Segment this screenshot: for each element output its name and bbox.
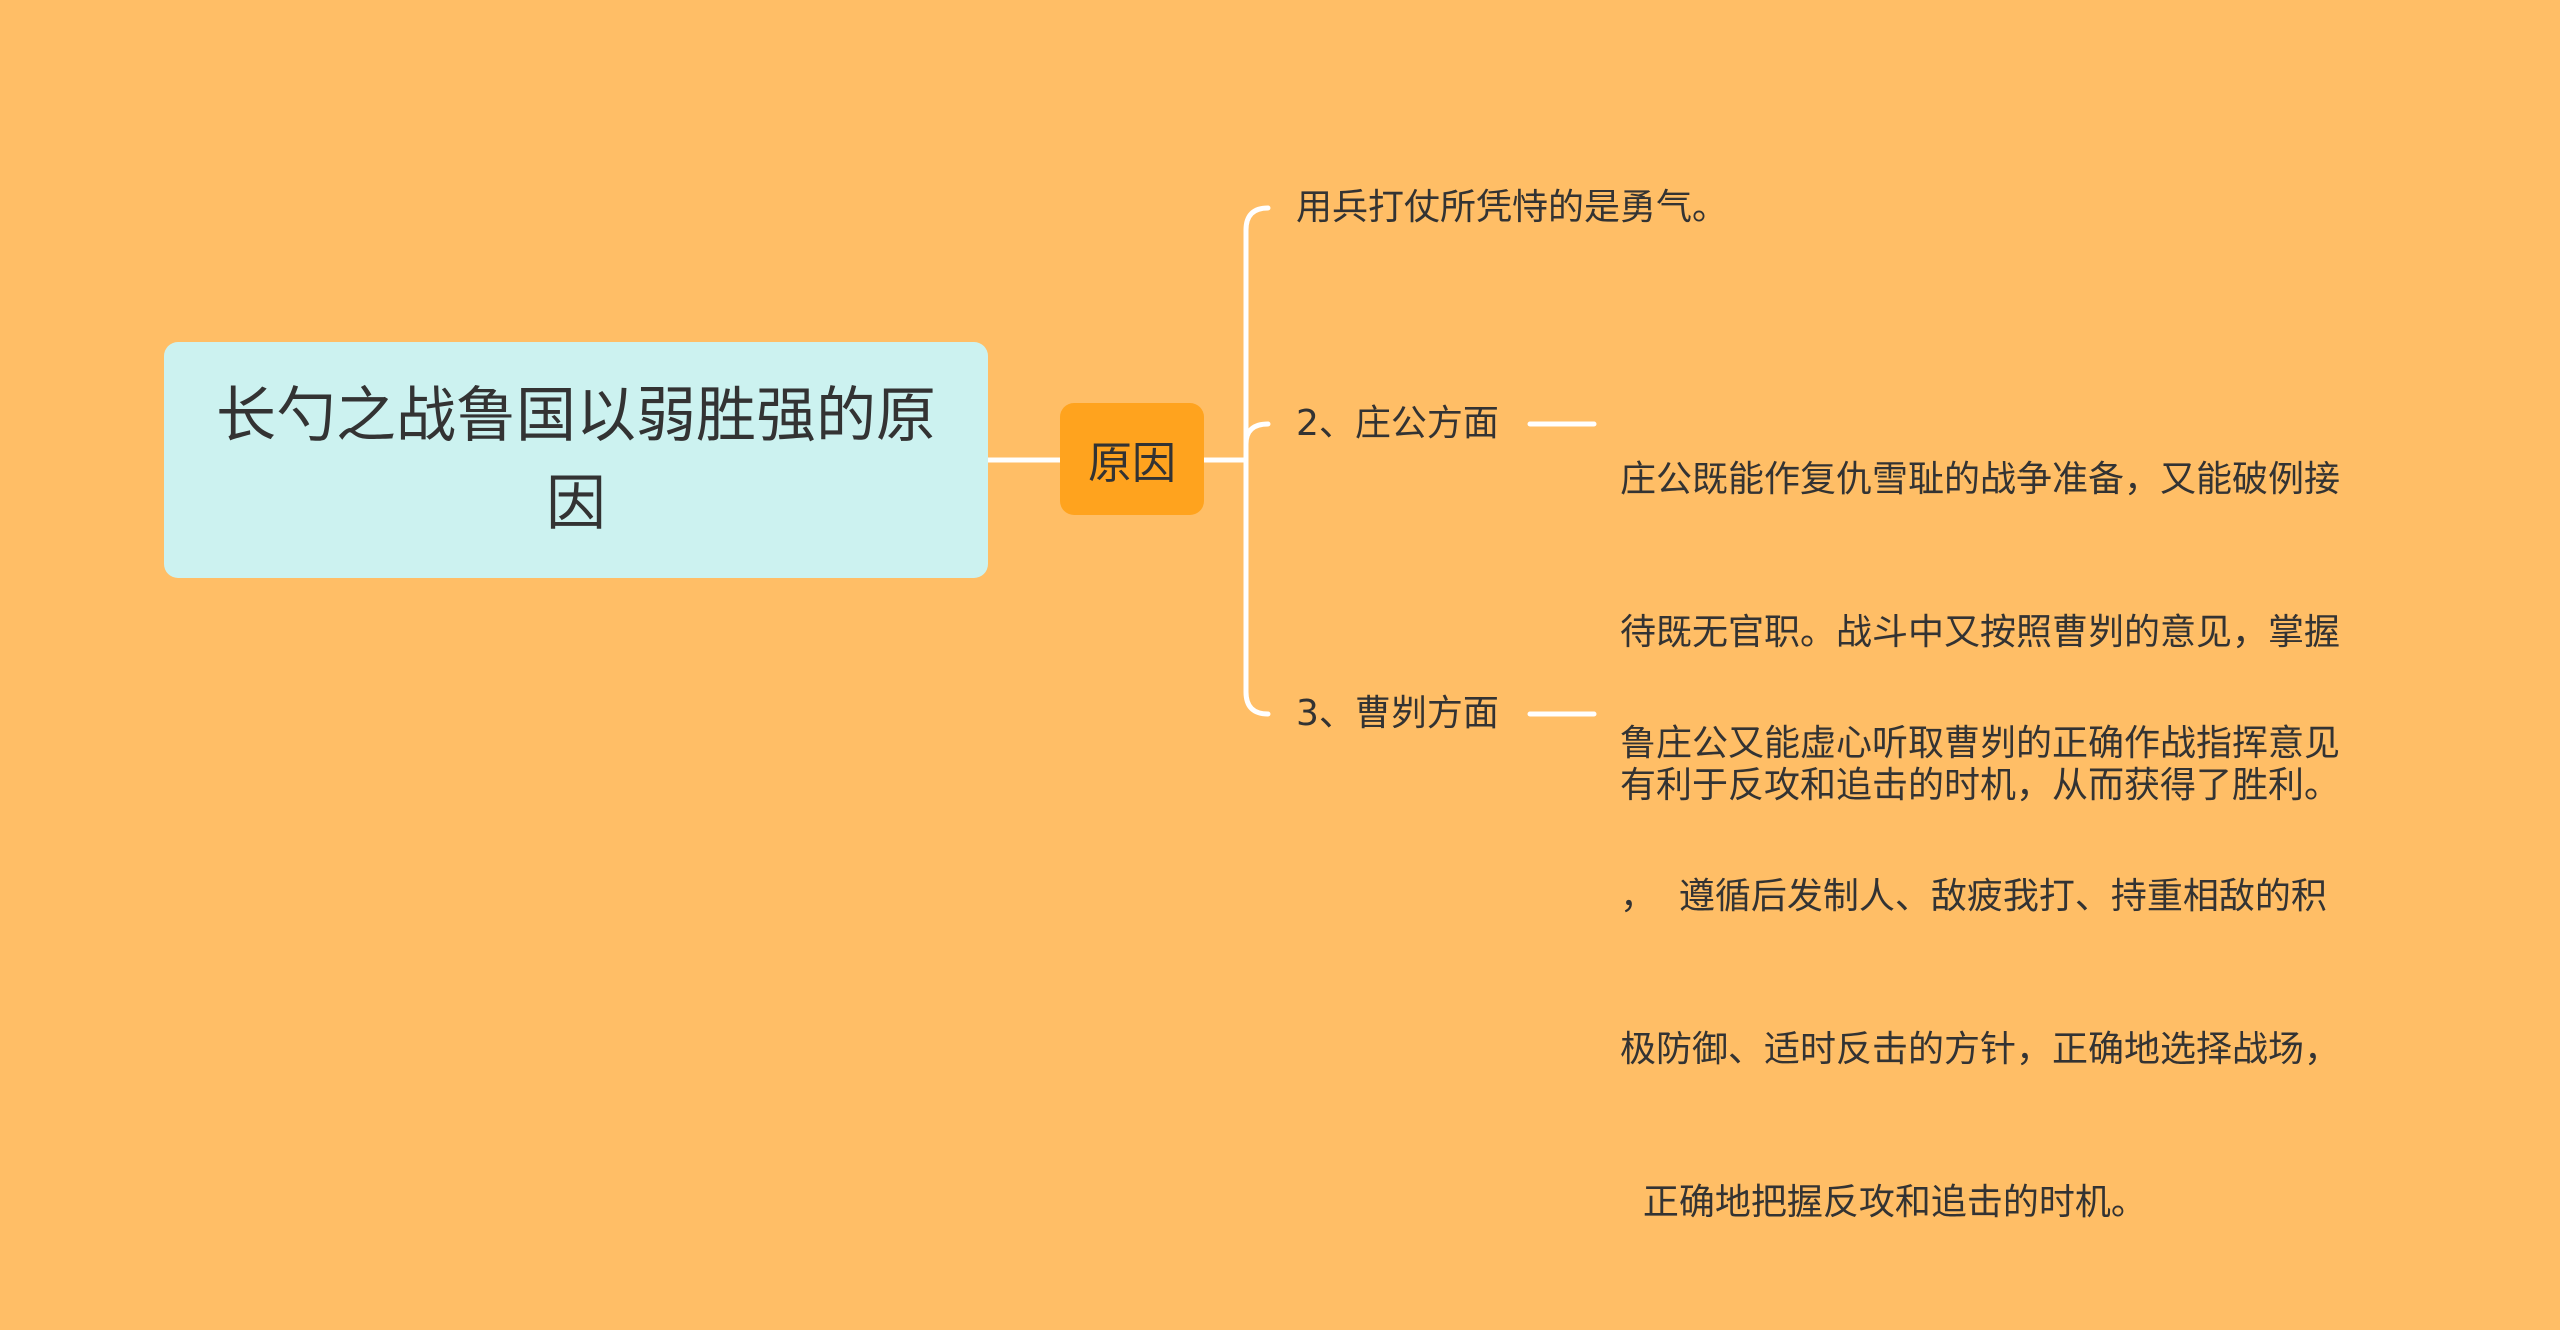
root-node[interactable]: 长勺之战鲁国以弱胜强的原因	[164, 342, 988, 578]
root-title: 长勺之战鲁国以弱胜强的原因	[216, 381, 936, 539]
connector-lines	[985, 205, 1597, 717]
sub-node-reason[interactable]: 原因	[1060, 403, 1204, 515]
branch-2-detail-line: 待既无官职。战斗中又按照曹刿的意见，掌握	[1620, 612, 2341, 653]
branch-3-detail[interactable]: 鲁庄公又能虚心听取曹刿的正确作战指挥意见 ， 遵循后发制人、敌疲我打、持重相敌的…	[1620, 616, 2340, 1330]
branch-trunk-connector	[1243, 205, 1271, 717]
mindmap-canvas: 长勺之战鲁国以弱胜强的原因 原因 用兵打仗所凭恃的是勇气。 2、庄公方面 3、曹…	[164, 187, 2340, 1223]
branch-3-detail-line: 正确地把握反攻和追击的时机。	[1620, 1182, 2147, 1223]
branch-2-detail-line: 有利于反攻和追击的时机，从而获得了胜利。	[1620, 765, 2341, 806]
branch-3-detail-line: 极防御、适时反击的方针，正确地选择战场，	[1620, 1029, 2341, 1070]
branch-2-detail[interactable]: 庄公既能作复仇雪耻的战争准备，又能破例接 待既无官职。战斗中又按照曹刿的意见，掌…	[1620, 352, 2340, 913]
branch-2-label[interactable]: 2、庄公方面	[1296, 403, 1499, 444]
branch-3-detail-line: ， 遵循后发制人、敌疲我打、持重相敌的积	[1620, 876, 2327, 917]
branch-2-connector	[1243, 421, 1271, 447]
branch-2-detail-line: 庄公既能作复仇雪耻的战争准备，又能破例接	[1620, 459, 2341, 500]
branch-1-label[interactable]: 用兵打仗所凭恃的是勇气。	[1296, 187, 1729, 228]
branch-3-label[interactable]: 3、曹刿方面	[1296, 693, 1499, 734]
sub-node-label: 原因	[1088, 438, 1176, 489]
branch-3-detail-line: 鲁庄公又能虚心听取曹刿的正确作战指挥意见	[1620, 723, 2341, 764]
